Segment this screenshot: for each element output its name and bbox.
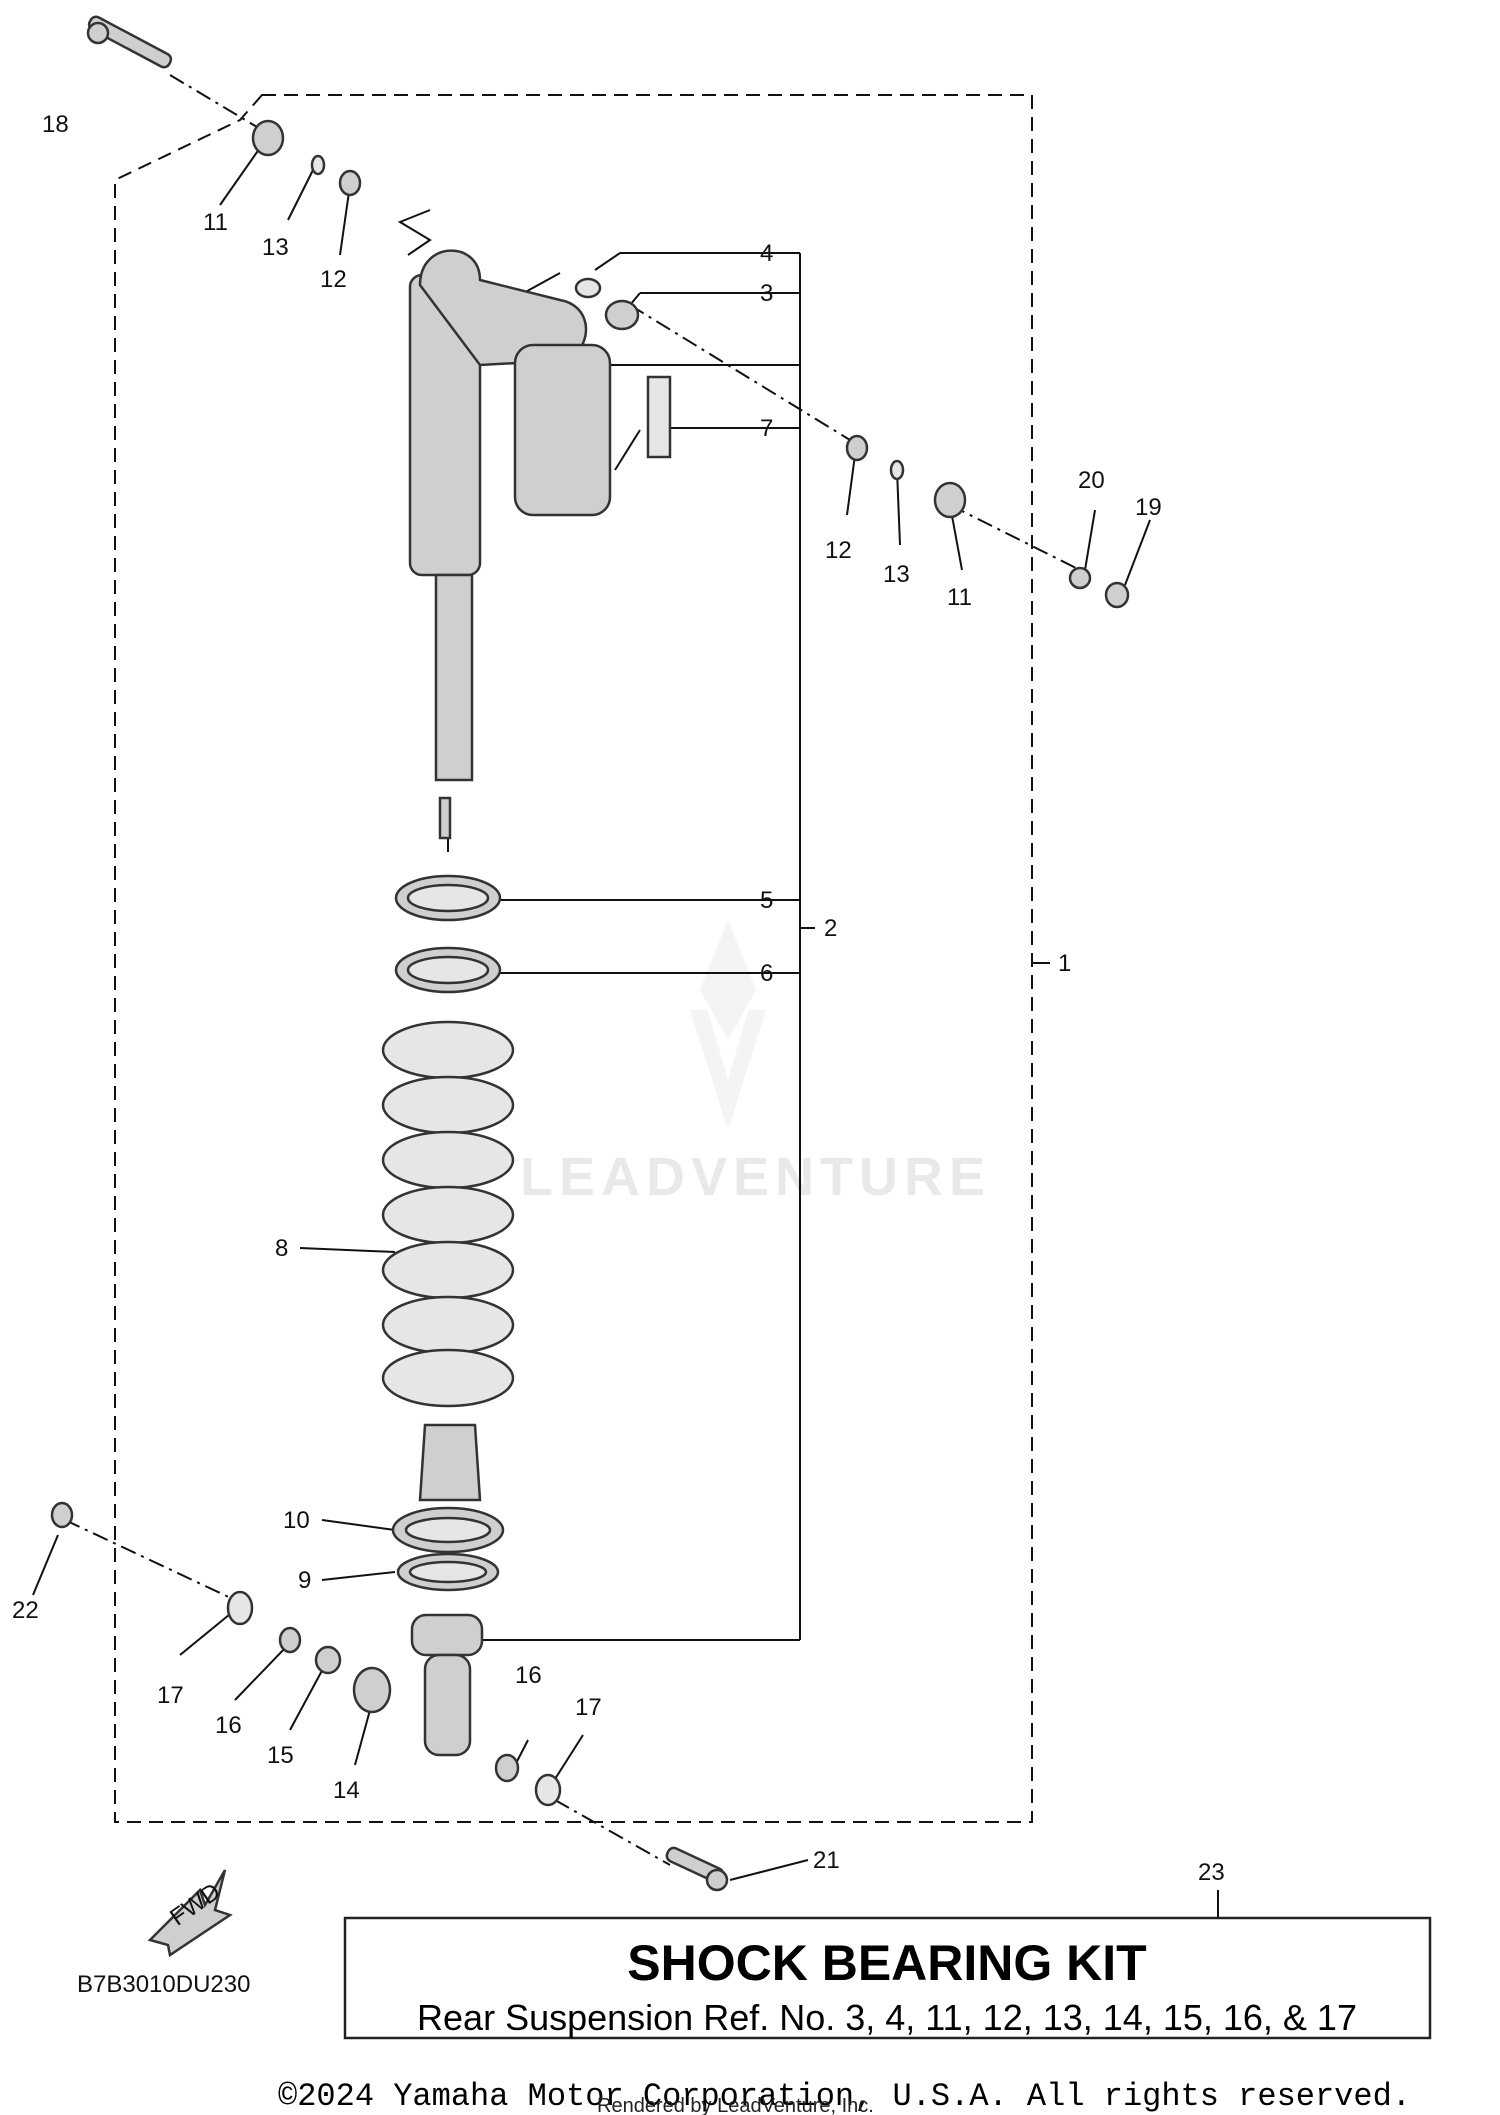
lower-mount	[410, 1613, 484, 1757]
oil-seal-17-left	[226, 1590, 254, 1626]
seal-12-upper-left	[338, 169, 362, 197]
watermark-logo	[690, 920, 766, 1130]
callout-13-lower: 13	[883, 561, 910, 588]
kit-subtitle: Rear Suspension Ref. No. 3, 4, 11, 12, 1…	[417, 1997, 1357, 2038]
shock-absorber-body	[408, 249, 672, 840]
rendered-by: Rendered by LeadVenture, Inc.	[597, 2095, 874, 2115]
bump-stop	[418, 1423, 482, 1502]
callout-10: 10	[283, 1507, 310, 1534]
assembly-boundary	[114, 94, 1033, 1823]
watermark-text: LEADVENTURE	[520, 1147, 991, 1207]
bearing-11-upper-right	[933, 481, 967, 519]
callout-5: 5	[760, 887, 773, 914]
callout-23: 23	[1198, 1859, 1225, 1886]
oil-seal-13-upper-left	[310, 154, 326, 176]
kit-title: SHOCK BEARING KIT	[627, 1935, 1146, 1991]
nut-22	[50, 1501, 74, 1529]
callout-17-right: 17	[575, 1694, 602, 1721]
assembly-axes	[64, 74, 1081, 1866]
bolt-21	[665, 1846, 729, 1892]
callout-13-upper: 13	[262, 234, 289, 261]
callout-7: 7	[760, 415, 773, 442]
bearing-11-upper-left	[251, 119, 285, 157]
callout-3: 3	[760, 280, 773, 307]
callout-9: 9	[298, 1567, 311, 1594]
callout-17-left: 17	[157, 1682, 184, 1709]
seal-12-upper-right	[845, 434, 869, 462]
callout-20: 20	[1078, 467, 1105, 494]
callout-6: 6	[760, 960, 773, 987]
callout-12-lower: 12	[825, 537, 852, 564]
callout-11-upper: 11	[203, 209, 228, 236]
copyright: ©2024 Yamaha Motor Corporation, U.S.A. A…	[278, 2078, 1411, 2115]
callout-2: 2	[824, 915, 837, 942]
bearing-3	[604, 299, 640, 331]
diagram-code: B7B3010DU230	[77, 1971, 250, 1998]
leader-lines	[32, 144, 1219, 1918]
callout-18: 18	[42, 111, 69, 138]
shock-bearing-kit-box	[343, 1916, 1432, 2040]
callout-16-right: 16	[515, 1662, 542, 1689]
callout-12-upper: 12	[320, 266, 347, 293]
collar-4	[574, 277, 602, 299]
bearing-14	[352, 1666, 392, 1714]
callout-4: 4	[760, 240, 773, 267]
spacer-15	[314, 1645, 342, 1675]
callout-22: 22	[12, 1597, 39, 1624]
callout-15: 15	[267, 1742, 294, 1769]
callout-14: 14	[333, 1777, 360, 1804]
oil-seal-17-right	[534, 1773, 562, 1807]
callout-11-lower: 11	[947, 584, 972, 611]
callout-16-left: 16	[215, 1712, 242, 1739]
nut-19	[1104, 581, 1130, 609]
bolt-18	[86, 15, 173, 69]
callout-21: 21	[813, 1847, 840, 1874]
callout-19: 19	[1135, 494, 1162, 521]
oil-seal-13-upper-right	[889, 459, 905, 481]
callout-8: 8	[275, 1235, 288, 1262]
washer-20	[1068, 566, 1092, 590]
spring-8	[381, 1020, 515, 1408]
bracket-2	[460, 252, 815, 1641]
seal-16-right	[494, 1753, 520, 1783]
fwd-arrow-icon	[147, 1869, 233, 1958]
seal-16-left	[278, 1626, 302, 1654]
callout-1: 1	[1058, 950, 1071, 977]
